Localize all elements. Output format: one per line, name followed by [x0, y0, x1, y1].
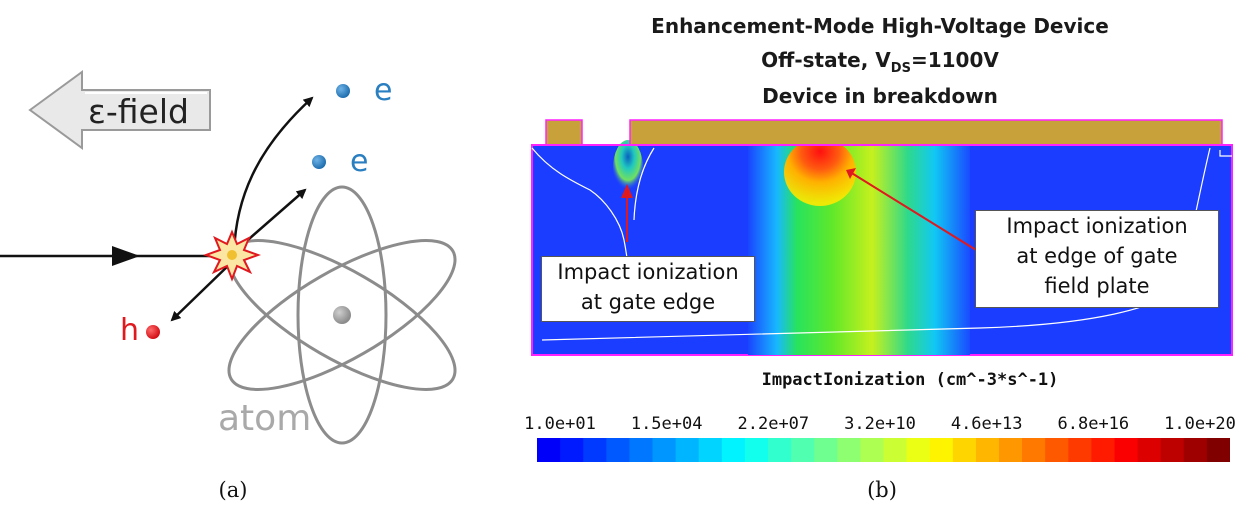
electron-label: e — [350, 144, 368, 179]
hot-spot-field-plate — [784, 138, 856, 206]
colorbar-cell — [1206, 438, 1230, 462]
colorbar-tick-label: 4.6e+13 — [950, 414, 1023, 434]
colorbar-tick-label: 3.2e+10 — [844, 414, 916, 434]
electron-icon — [312, 155, 326, 169]
efield-label: ε-field — [88, 92, 189, 131]
hole-label: h — [120, 313, 139, 348]
colorbar-cell — [1091, 438, 1116, 462]
colorbar-tick-label: 6.8e+16 — [1057, 414, 1130, 434]
efield-arrow: ε-field — [28, 70, 211, 150]
colorbar-cell — [652, 438, 677, 462]
colorbar-cell — [814, 438, 838, 462]
colorbar-cell — [929, 438, 954, 462]
hot-spot-gate-edge — [613, 140, 643, 196]
colorbar-cell — [768, 438, 792, 462]
colorbar-cell — [791, 438, 815, 462]
colorbar-cell — [1045, 438, 1069, 462]
colorbar-cell — [952, 438, 977, 462]
colorbar-cell — [883, 438, 908, 462]
colorbar-tick-label: 1.5e+04 — [630, 414, 703, 434]
colorbar-cell — [837, 438, 861, 462]
hole-icon — [146, 325, 160, 339]
device-condition: Off-state, VDS=1100V — [761, 48, 999, 76]
field-plate-region — [748, 145, 970, 355]
electron-label: e — [374, 73, 392, 108]
incoming-arrowhead — [112, 246, 140, 266]
nucleus-icon — [333, 306, 351, 324]
annotation-arrows — [621, 168, 977, 251]
colorbar-cell — [583, 438, 607, 462]
colorbar-cell — [1114, 438, 1139, 462]
colorbar-cell — [999, 438, 1023, 462]
colorbar-cell — [860, 438, 885, 462]
colorbar-cell — [1160, 438, 1185, 462]
colorbar-cell — [744, 438, 769, 462]
device-title: Enhancement-Mode High-Voltage Device — [651, 14, 1109, 38]
colorbar-cell — [1137, 438, 1162, 462]
colorbar-cell — [1022, 438, 1046, 462]
colorbar-tick-label: 2.2e+07 — [737, 414, 810, 434]
gate-electrode — [545, 119, 583, 146]
colorbar-cell — [560, 438, 584, 462]
colorbar-cell — [975, 438, 1000, 462]
impact-ionization-schematic: ε-field e e h atom — [0, 70, 457, 445]
panel-a-caption: (a) — [218, 478, 248, 502]
colorbar-cell — [1068, 438, 1092, 462]
colorbar-cell — [629, 438, 654, 462]
colorbar-title: ImpactIonization (cm^-3*s^-1) — [761, 370, 1059, 390]
colorbar — [537, 438, 1230, 462]
colorbar-cell — [1183, 438, 1208, 462]
callout-field-plate-edge: Impact ionization at edge of gate field … — [975, 210, 1219, 308]
colorbar-cell — [537, 438, 561, 462]
colorbar-cell — [906, 438, 931, 462]
colorbar-cell — [606, 438, 630, 462]
colorbar-tick-label: 1.0e+20 — [1164, 414, 1236, 434]
colorbar-cell — [721, 438, 746, 462]
colorbar-cell — [698, 438, 723, 462]
device-state: Device in breakdown — [762, 84, 998, 108]
gate-field-plate — [629, 119, 1223, 146]
colorbar-cell — [675, 438, 700, 462]
colorbar-tick-label: 1.0e+01 — [524, 414, 596, 434]
electron-icon — [336, 84, 350, 98]
carrier-trajectories — [170, 96, 314, 322]
callout-gate-edge: Impact ionization at gate edge — [541, 256, 755, 322]
atom-label: atom — [218, 398, 311, 439]
collision-burst-icon — [203, 229, 261, 282]
panel-b-caption: (b) — [867, 478, 897, 502]
